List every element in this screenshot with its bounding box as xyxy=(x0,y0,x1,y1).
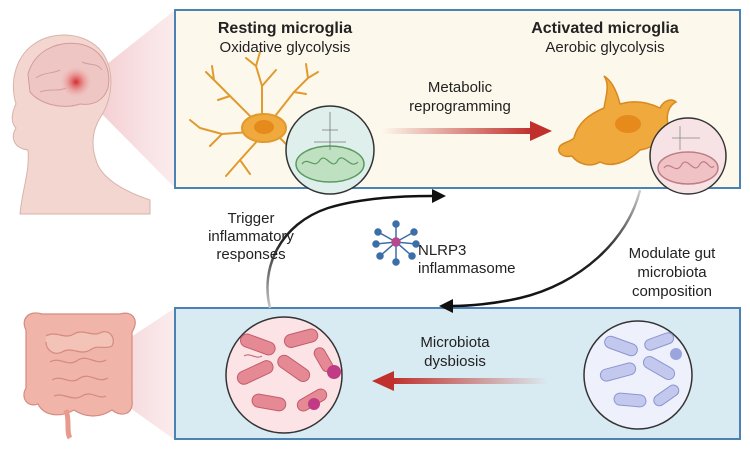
brain-to-gut-arrowhead xyxy=(439,299,453,313)
top-panel xyxy=(174,9,741,189)
modulate-label-line2: microbiota xyxy=(637,264,707,281)
resting-microglia-cell xyxy=(189,51,319,177)
activated-mitochondria-inset xyxy=(649,117,727,195)
modulate-label-line3: composition xyxy=(631,283,713,300)
microbiota-dysbiosis-arrow xyxy=(372,371,548,391)
resting-mitochondria-inset xyxy=(285,105,375,195)
metabolic-reprogramming-arrow xyxy=(382,121,552,141)
activated-microglia-title: Activated microglia xyxy=(531,20,679,37)
activated-microglia-subtitle: Aerobic glycolysis xyxy=(545,39,665,56)
trigger-label-line3: responses xyxy=(216,246,286,263)
activated-microglia-cell xyxy=(558,75,678,166)
trigger-label-line1: Trigger xyxy=(227,210,275,227)
trigger-label-line2: inflammatory xyxy=(208,228,294,245)
dysbiotic-microbiota-inset xyxy=(225,316,343,434)
modulate-label-line1: Modulate gut xyxy=(628,245,716,262)
microbiota-dysbiosis-label-line1: Microbiota xyxy=(420,334,490,351)
brain-zoom-cone xyxy=(92,10,175,188)
nlrp3-label-line2: inflammasome xyxy=(418,260,516,277)
gut-zoom-cone xyxy=(96,308,175,440)
nlrp3-inflammasome-icon xyxy=(372,220,420,266)
resting-microglia-title: Resting microglia xyxy=(217,20,353,37)
metabolic-reprogramming-label-line2: reprogramming xyxy=(409,98,511,115)
gut-to-brain-arrow xyxy=(266,194,433,309)
healthy-microbiota-inset xyxy=(583,320,693,430)
brain-to-gut-arrow xyxy=(451,189,642,308)
intestine-illustration xyxy=(23,312,136,440)
metabolic-reprogramming-label-line1: Metabolic xyxy=(427,79,493,96)
human-head-illustration xyxy=(11,34,151,215)
gut-to-brain-arrowhead xyxy=(432,189,446,203)
nlrp3-label-line1: NLRP3 xyxy=(418,242,467,259)
brain-inflammation-spot xyxy=(60,66,92,98)
resting-microglia-subtitle: Oxidative glycolysis xyxy=(219,39,351,56)
microbiota-dysbiosis-label-line2: dysbiosis xyxy=(424,353,486,370)
